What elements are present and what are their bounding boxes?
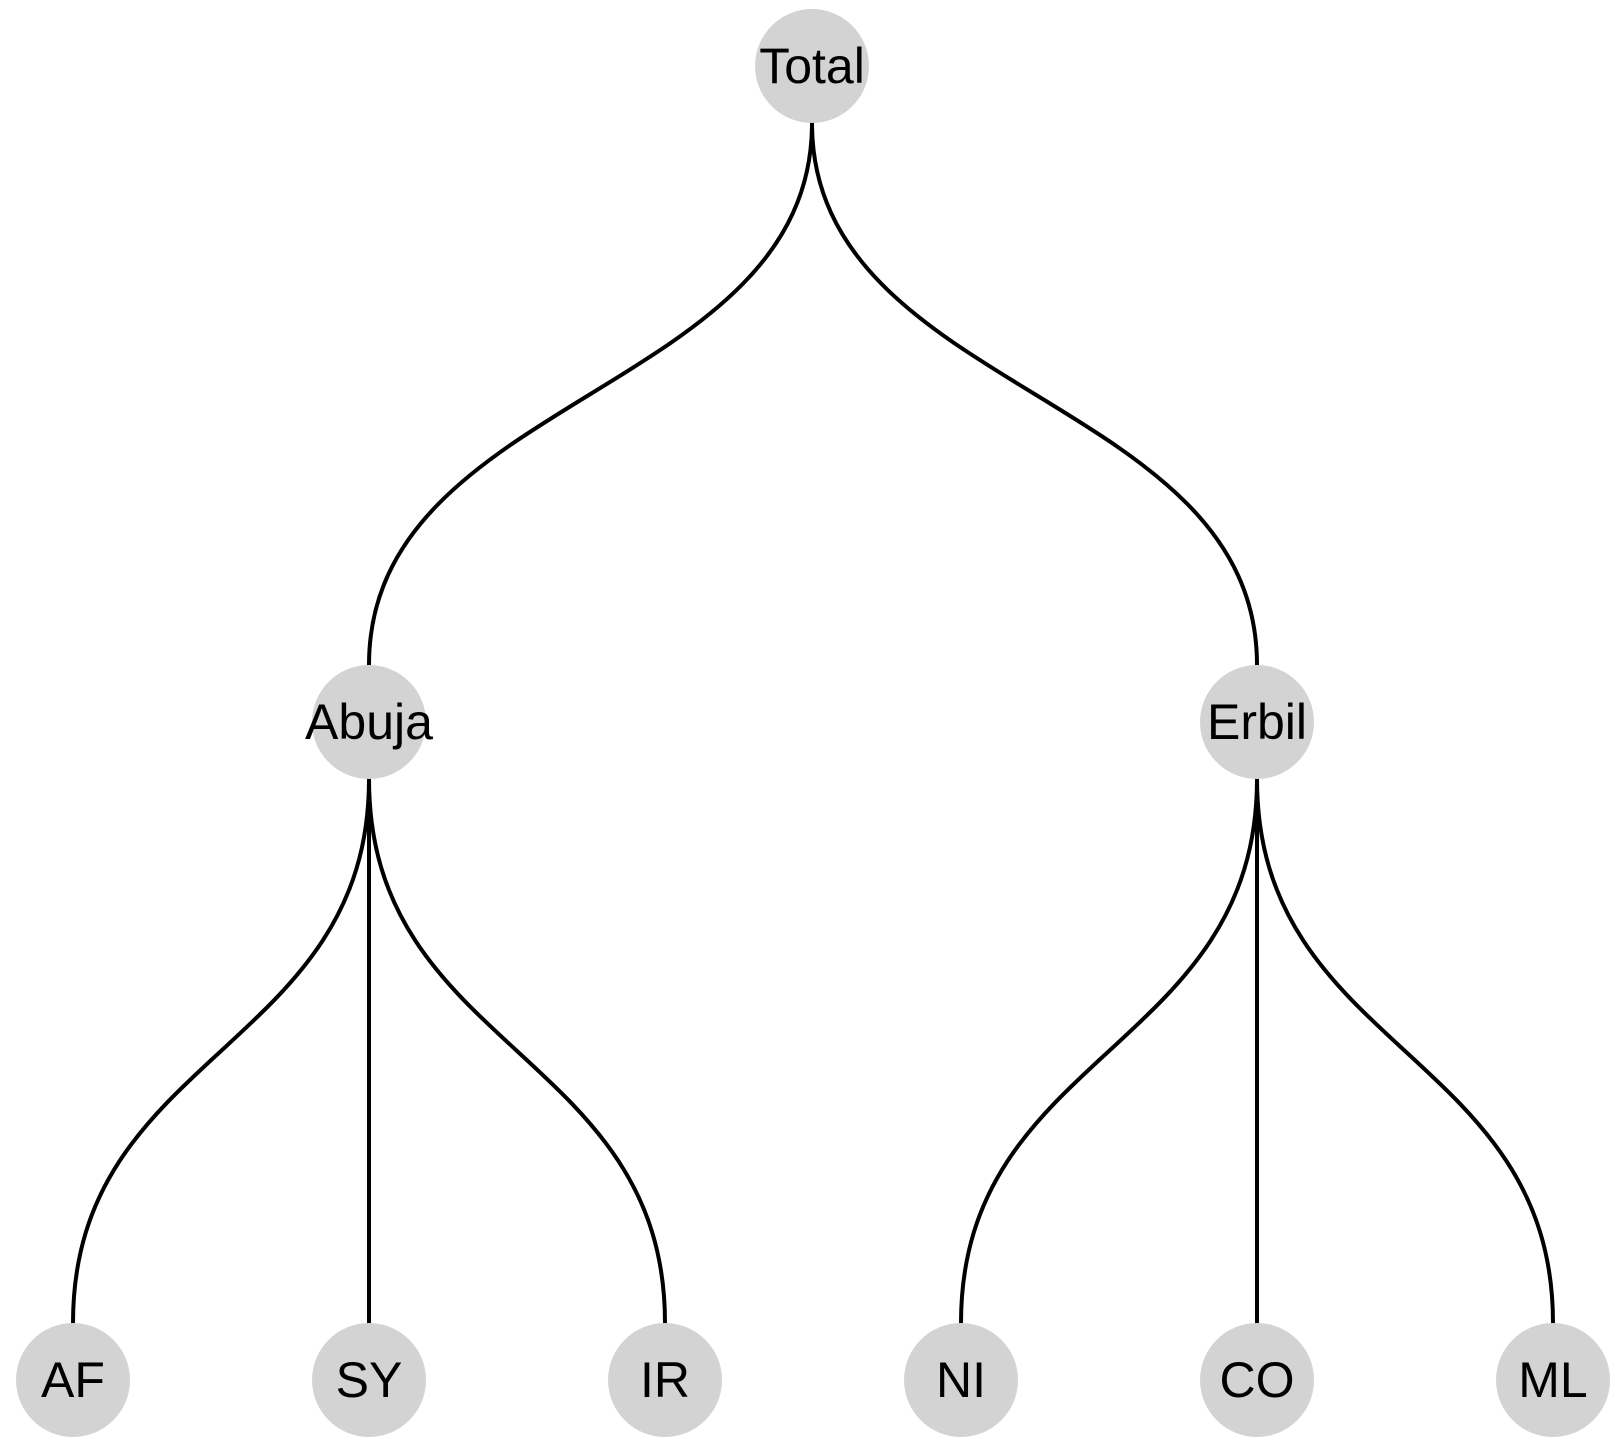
node-label-ir: IR bbox=[640, 1352, 690, 1408]
node-label-af: AF bbox=[41, 1352, 105, 1408]
node-label-total: Total bbox=[759, 38, 865, 94]
node-circle-af bbox=[16, 1323, 130, 1437]
edge-erbil-ml bbox=[1255, 777, 1555, 1325]
node-label-sy: SY bbox=[336, 1352, 403, 1408]
node-label-abuja: Abuja bbox=[305, 694, 433, 750]
tree-nodes: Total Abuja Erbil AF SY IR NI CO bbox=[16, 9, 1610, 1437]
node-ir: IR bbox=[608, 1323, 722, 1437]
node-label-erbil: Erbil bbox=[1207, 694, 1307, 750]
node-label-ml: ML bbox=[1518, 1352, 1587, 1408]
node-circle-erbil bbox=[1200, 665, 1314, 779]
edge-abuja-ir bbox=[367, 777, 667, 1325]
tree-edges bbox=[71, 121, 1555, 1325]
node-ni: NI bbox=[904, 1323, 1018, 1437]
node-erbil: Erbil bbox=[1200, 665, 1314, 779]
node-label-co: CO bbox=[1220, 1352, 1295, 1408]
node-circle-sy bbox=[312, 1323, 426, 1437]
edge-erbil-ni bbox=[959, 777, 1259, 1325]
node-circle-ir bbox=[608, 1323, 722, 1437]
node-circle-ml bbox=[1496, 1323, 1610, 1437]
node-circle-total bbox=[755, 9, 869, 123]
edge-total-erbil bbox=[810, 121, 1259, 667]
node-abuja: Abuja bbox=[305, 665, 433, 779]
node-total: Total bbox=[755, 9, 869, 123]
edge-abuja-af bbox=[71, 777, 371, 1325]
node-label-ni: NI bbox=[936, 1352, 986, 1408]
node-sy: SY bbox=[312, 1323, 426, 1437]
node-af: AF bbox=[16, 1323, 130, 1437]
node-co: CO bbox=[1200, 1323, 1314, 1437]
edge-total-abuja bbox=[367, 121, 814, 667]
node-circle-ni bbox=[904, 1323, 1018, 1437]
node-circle-co bbox=[1200, 1323, 1314, 1437]
node-circle-abuja bbox=[312, 665, 426, 779]
node-ml: ML bbox=[1496, 1323, 1610, 1437]
